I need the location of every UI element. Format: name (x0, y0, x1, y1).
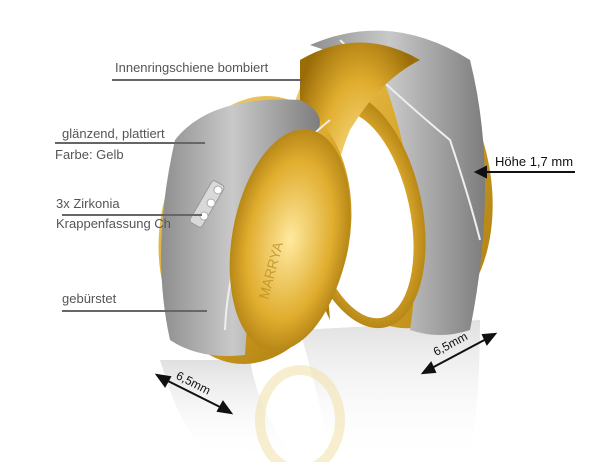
leader-line (112, 79, 302, 81)
leader-line (62, 214, 202, 216)
label-stones: 3x Zirkonia (56, 196, 120, 211)
dimension-arrows (154, 165, 575, 415)
label-finish-shiny: glänzend, plattiert (62, 126, 165, 141)
leader-line (55, 142, 205, 144)
label-color: Farbe: Gelb (55, 147, 124, 162)
label-brushed: gebürstet (62, 291, 117, 306)
label-height: Höhe 1,7 mm (495, 154, 574, 169)
left-ring: MARRYA (158, 96, 352, 364)
label-inner-rail: Innenringschiene bombiert (115, 60, 269, 75)
label-setting: Krappenfassung Ch (56, 216, 171, 231)
leader-line (62, 310, 207, 312)
